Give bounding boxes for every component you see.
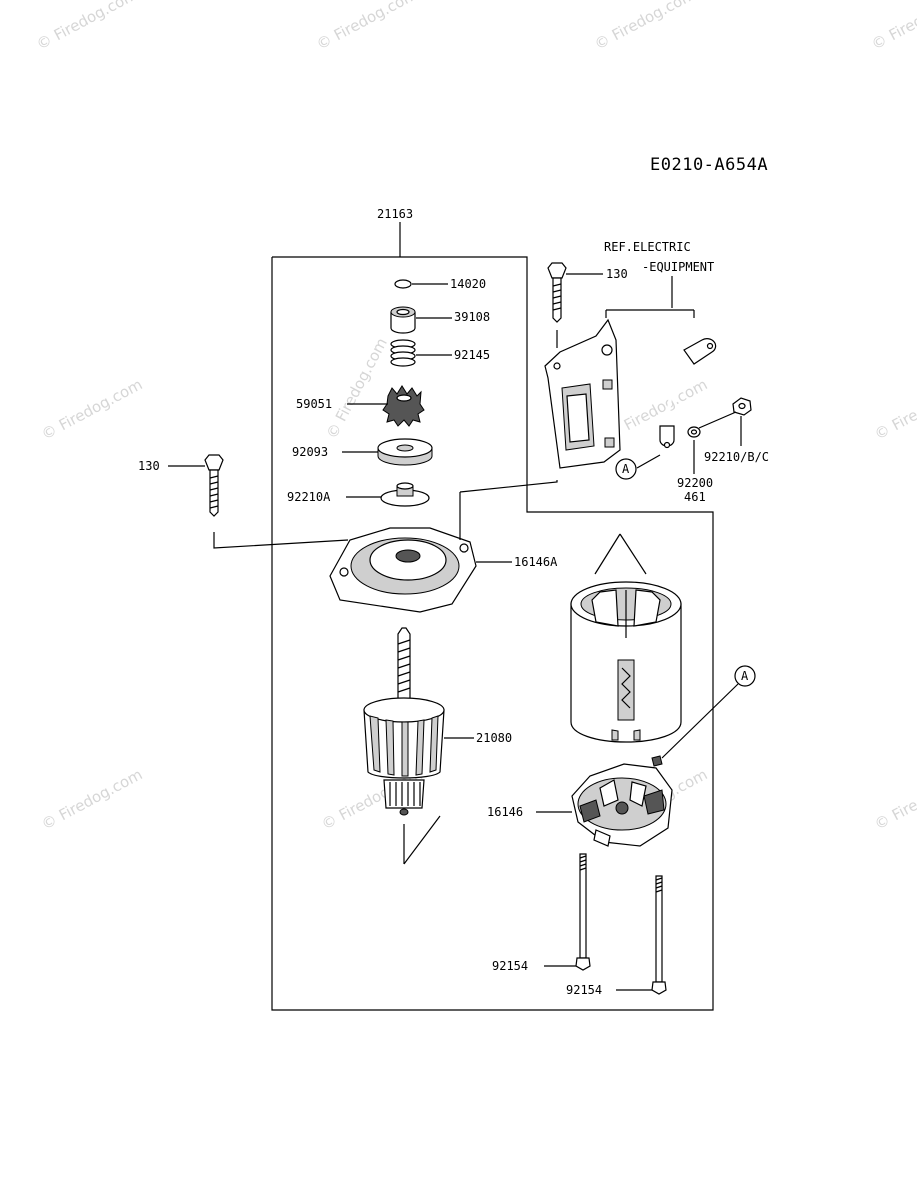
mounting-bracket <box>544 318 621 469</box>
through-bolt-92154-a <box>544 853 591 971</box>
front-cover-16146a <box>329 527 512 613</box>
label-461: 461 <box>684 490 706 504</box>
label-16146: 16146 <box>487 805 523 819</box>
nut-92210a <box>346 482 430 507</box>
ref-note-line1: REF.ELECTRIC <box>604 240 691 254</box>
assembly-outline <box>271 222 714 1011</box>
oring-14020 <box>394 279 448 289</box>
label-59051: 59051 <box>296 397 332 411</box>
label-92093: 92093 <box>292 445 328 459</box>
label-92210bc: 92210/B/C <box>704 450 769 464</box>
watermark: © Firedog.com <box>871 765 917 833</box>
label-92154-a: 92154 <box>492 959 528 973</box>
callout-a-bottom: A <box>661 665 756 759</box>
callout-a-top-letter: A <box>622 462 630 476</box>
label-16146a: 16146A <box>514 555 558 569</box>
label-92210a: 92210A <box>287 490 331 504</box>
nut-92210bc <box>698 397 752 446</box>
watermark: © Firedog.com <box>38 375 145 443</box>
watermark: © Firedog.com <box>323 335 391 442</box>
spring-92145 <box>390 339 452 367</box>
label-92200: 92200 <box>677 476 713 490</box>
ground-cable <box>636 338 717 469</box>
watermark-group: © Firedog.com © Firedog.com © Firedog.co… <box>33 0 917 834</box>
label-92154-b: 92154 <box>566 983 602 997</box>
label-130-right: 130 <box>606 267 628 281</box>
label-21163: 21163 <box>377 207 413 221</box>
bolt-130-right <box>459 262 603 540</box>
pinion-gear-59051 <box>347 385 425 427</box>
collar-39108 <box>390 306 452 334</box>
label-130-left: 130 <box>138 459 160 473</box>
watermark: © Firedog.com <box>313 0 420 54</box>
label-14020: 14020 <box>450 277 486 291</box>
lock-washer-92200 <box>687 426 701 474</box>
through-bolt-92154-b <box>616 875 667 995</box>
watermark: © Firedog.com <box>591 0 698 54</box>
callout-a-bottom-letter: A <box>741 669 749 683</box>
label-92145: 92145 <box>454 348 490 362</box>
callout-a-top: A <box>615 458 637 480</box>
label-39108: 39108 <box>454 310 490 324</box>
watermark: © Firedog.com <box>38 765 145 833</box>
watermark: © Firedog.com <box>871 375 917 443</box>
ref-note-line2: -EQUIPMENT <box>642 260 714 274</box>
ref-leader <box>605 276 695 318</box>
diagram-code: E0210-A654A <box>650 155 768 175</box>
yoke-housing <box>570 533 682 743</box>
washer-92093 <box>342 438 433 466</box>
watermark: © Firedog.com <box>868 0 917 54</box>
watermark: © Firedog.com <box>33 0 140 54</box>
rear-cover-16146 <box>536 755 673 847</box>
armature-21080 <box>363 627 474 865</box>
label-21080: 21080 <box>476 731 512 745</box>
bolt-130-left <box>168 454 349 549</box>
